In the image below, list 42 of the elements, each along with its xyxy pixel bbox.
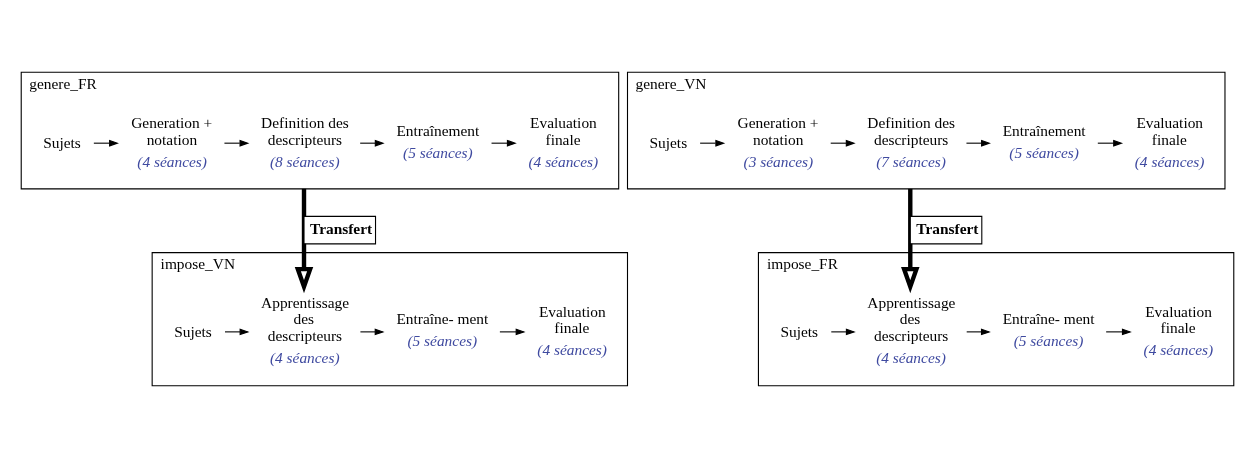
node-label: (4 séances) xyxy=(528,152,599,169)
node-text: Definition des descripteurs xyxy=(261,113,349,147)
node-label: (4 séances) xyxy=(876,348,946,366)
node-text: Entraînement xyxy=(1002,121,1086,139)
node-text: Evaluation finale xyxy=(1136,113,1204,147)
node-label: (7 séances) xyxy=(876,152,946,169)
node-text: Sujets xyxy=(649,133,688,151)
node-text: Definition des descripteurs xyxy=(867,113,955,147)
node-label: (4 séances) xyxy=(1134,152,1205,169)
node-text: Generation + notation xyxy=(131,113,213,147)
node-label: (8 séances) xyxy=(269,152,340,169)
node-label: (5 séances) xyxy=(407,331,478,349)
node-label: (4 séances) xyxy=(269,348,340,366)
arrow xyxy=(499,327,526,335)
arrow xyxy=(830,327,856,335)
node-label: (5 séances) xyxy=(403,143,473,161)
node-text: Apprentissage des descripteurs xyxy=(867,293,956,344)
node-label: (3 séances) xyxy=(743,152,814,169)
node-label: (5 séances) xyxy=(1009,143,1079,161)
node-text: Generation + notation xyxy=(737,113,819,147)
edge-label: Transfert xyxy=(310,219,373,237)
node-label: (4 séances) xyxy=(1143,340,1214,358)
node-text: Entraîne- ment xyxy=(396,309,489,327)
node-text: Entraînement xyxy=(396,121,480,139)
node-text: Entraîne- ment xyxy=(1002,309,1095,327)
arrow xyxy=(224,327,250,335)
node-text: Evaluation finale xyxy=(1145,302,1212,336)
arrow xyxy=(966,327,991,335)
node-text: Evaluation finale xyxy=(530,113,597,147)
arrow xyxy=(294,188,314,293)
node-label: (4 séances) xyxy=(537,340,607,358)
arrow xyxy=(1105,327,1132,335)
node-text: Sujets xyxy=(780,322,819,339)
arrow xyxy=(359,327,385,335)
node-text: Sujets xyxy=(43,133,81,151)
node-text: Evaluation finale xyxy=(538,302,606,336)
edge-label: Transfert xyxy=(916,219,979,237)
arrow xyxy=(901,188,920,293)
node-label: (4 séances) xyxy=(137,152,207,169)
node-label: (5 séances) xyxy=(1013,331,1084,349)
node-text: Sujets xyxy=(174,322,212,339)
node-text: Apprentissage des descripteurs xyxy=(261,293,350,344)
